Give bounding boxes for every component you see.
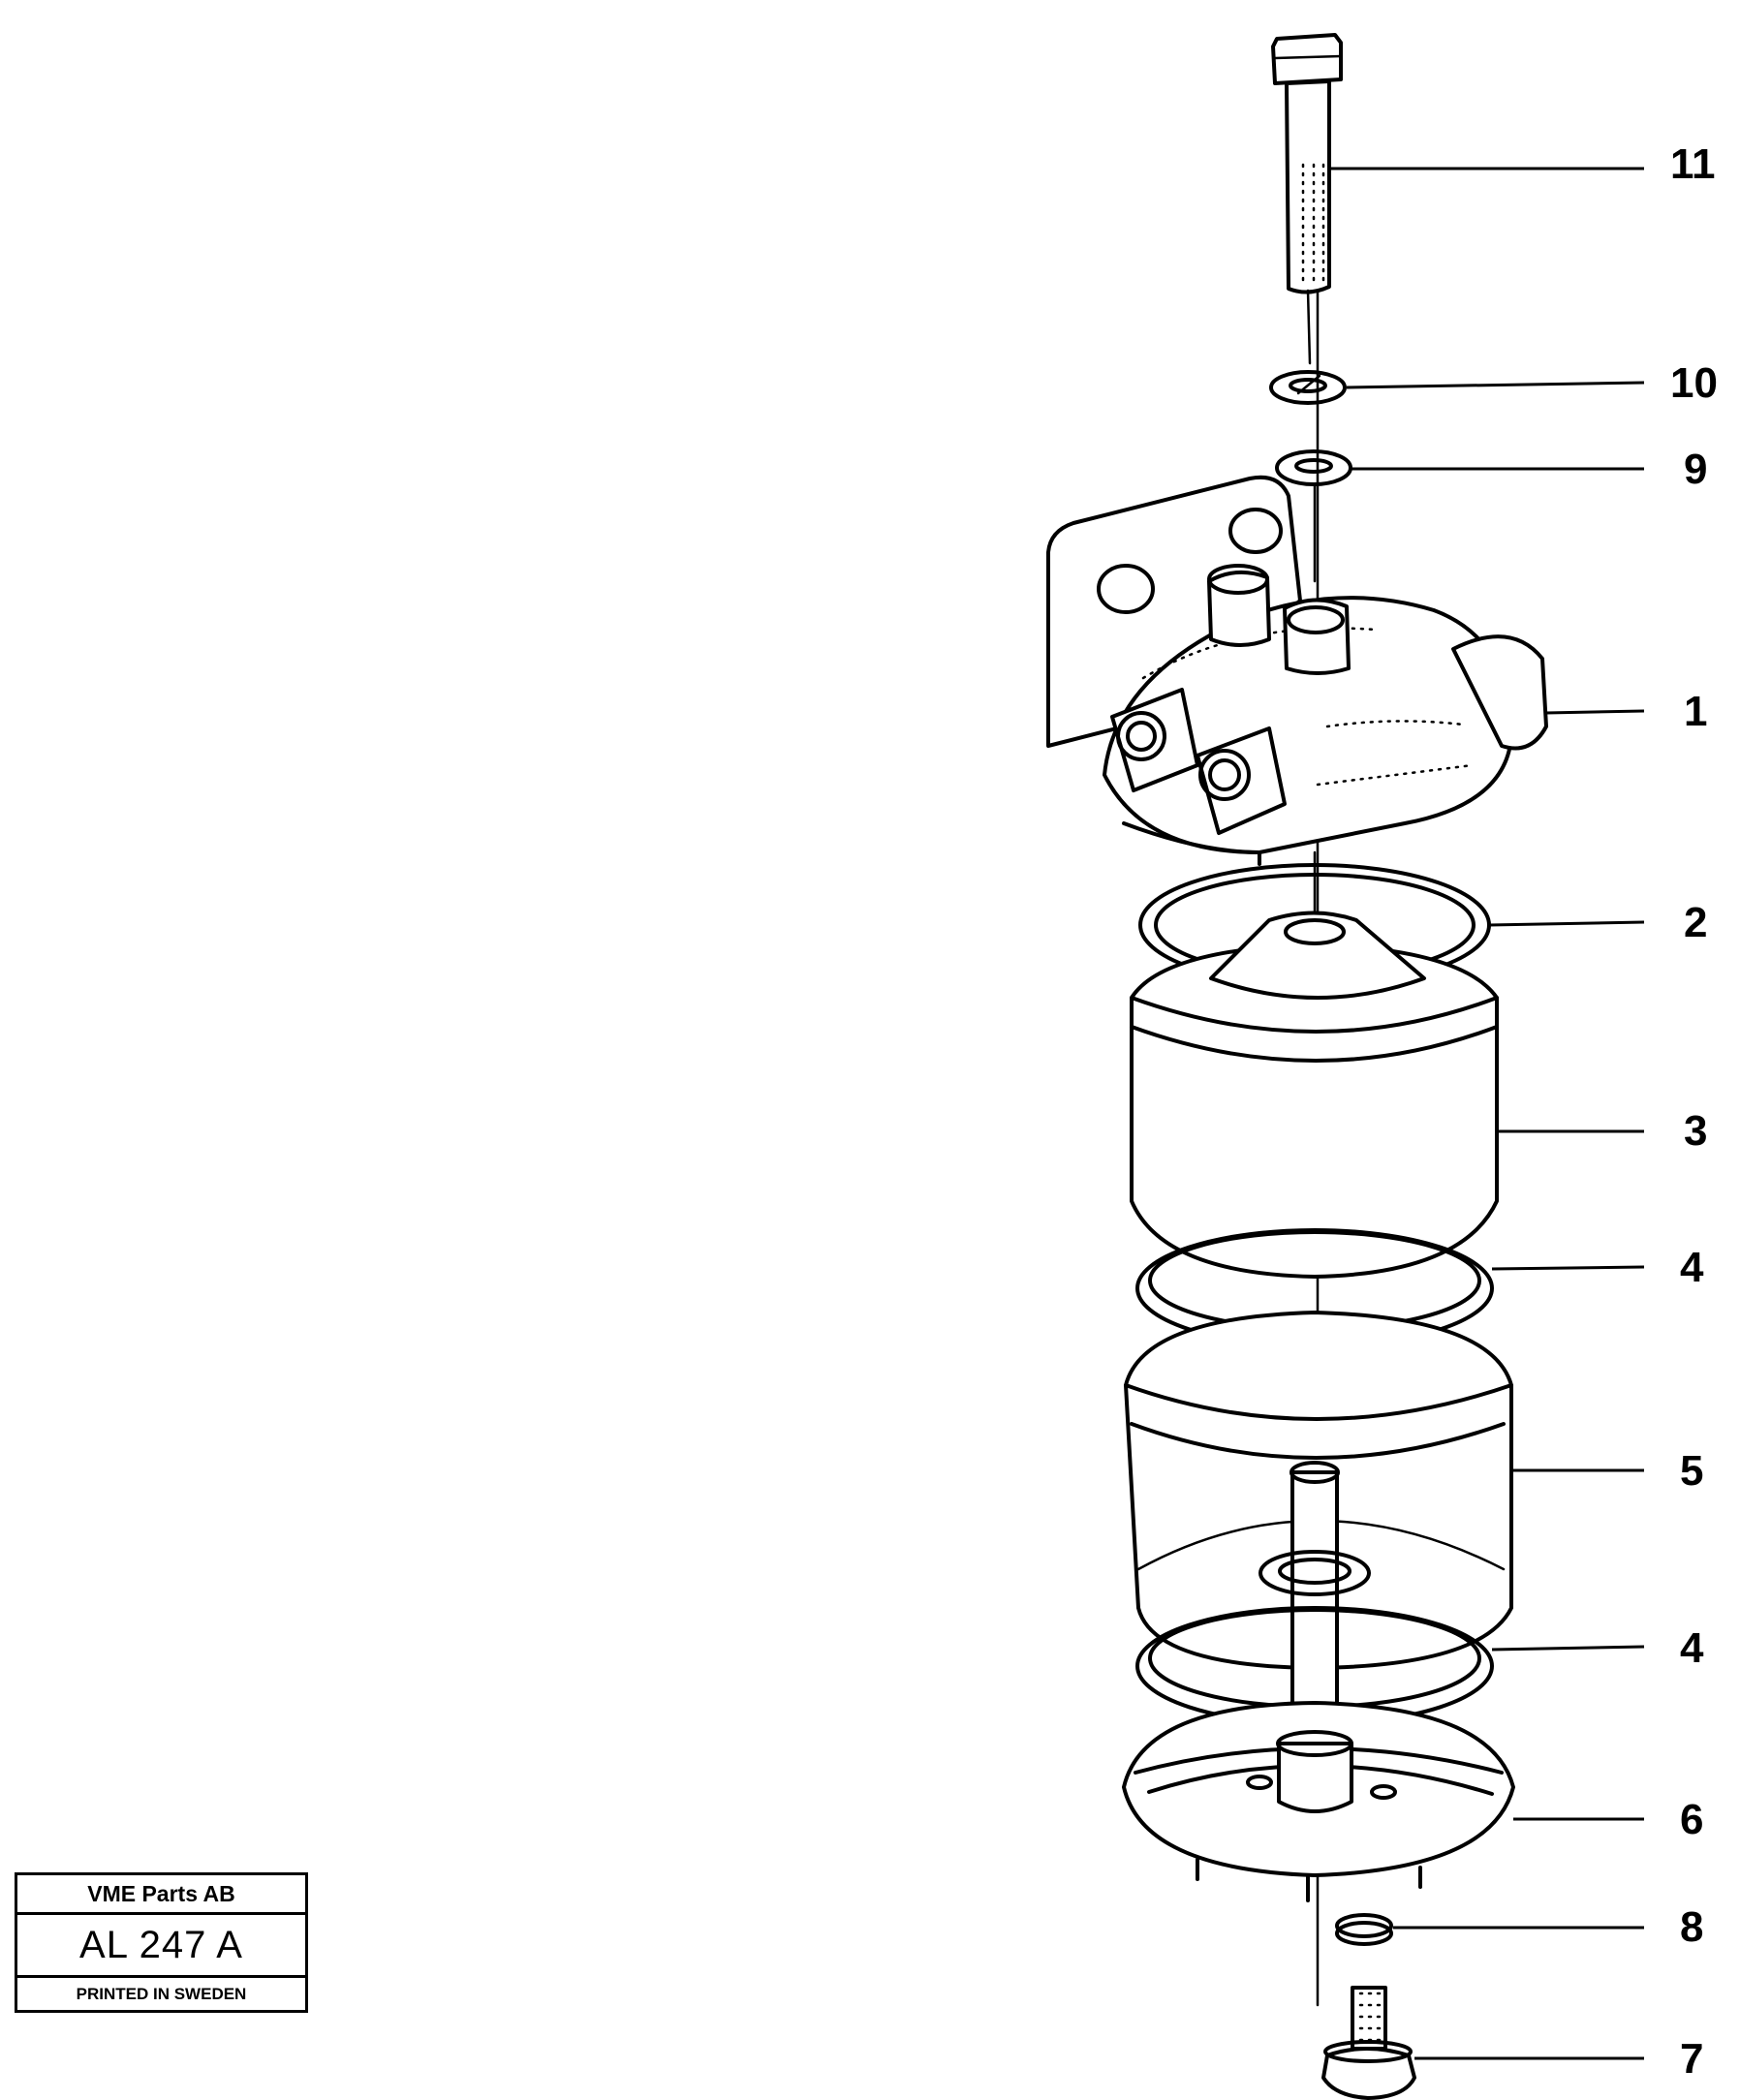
- part-11-bolt: [1271, 33, 1343, 365]
- part-8-sealing-washer: [1335, 1913, 1393, 1946]
- title-block-drawing-code: AL 247 A: [17, 1915, 305, 1978]
- leader-line-4b: [1491, 1645, 1645, 1652]
- callout-4-lower: 4: [1680, 1624, 1704, 1672]
- callout-11: 11: [1670, 140, 1716, 188]
- callout-4-upper: 4: [1680, 1244, 1704, 1291]
- callout-7: 7: [1680, 2035, 1703, 2083]
- callout-3: 3: [1684, 1107, 1707, 1155]
- callout-6: 6: [1680, 1796, 1703, 1843]
- leader-line-1: [1545, 709, 1645, 715]
- title-block: VME Parts AB AL 247 A PRINTED IN SWEDEN: [15, 1872, 308, 2013]
- callout-2: 2: [1684, 899, 1707, 946]
- part-9-washer: [1275, 449, 1352, 583]
- callout-8: 8: [1680, 1903, 1703, 1951]
- part-3-filter-element: [1130, 911, 1499, 1279]
- title-block-company: VME Parts AB: [17, 1875, 305, 1915]
- callout-1: 1: [1684, 688, 1707, 735]
- callout-10: 10: [1670, 359, 1718, 407]
- part-1-filter-head: [1046, 475, 1548, 932]
- callout-5: 5: [1680, 1447, 1703, 1495]
- callout-labels: 11 10 9 1 2 3 4 5 4 6 8 7: [1670, 140, 1718, 2083]
- part-7-drain-plug: [1321, 1986, 1416, 2100]
- title-block-printed: PRINTED IN SWEDEN: [76, 1985, 247, 2003]
- part-10-spring-washer: [1269, 370, 1347, 405]
- leader-line-4a: [1491, 1265, 1645, 1271]
- part-6-base-cup: [1122, 1701, 1515, 1902]
- leader-lines: [1329, 167, 1645, 2060]
- callout-9: 9: [1684, 446, 1707, 493]
- part-5-sediment-bowl: [1124, 1311, 1513, 1726]
- leader-line-10: [1346, 381, 1645, 389]
- leader-line-2: [1488, 920, 1645, 927]
